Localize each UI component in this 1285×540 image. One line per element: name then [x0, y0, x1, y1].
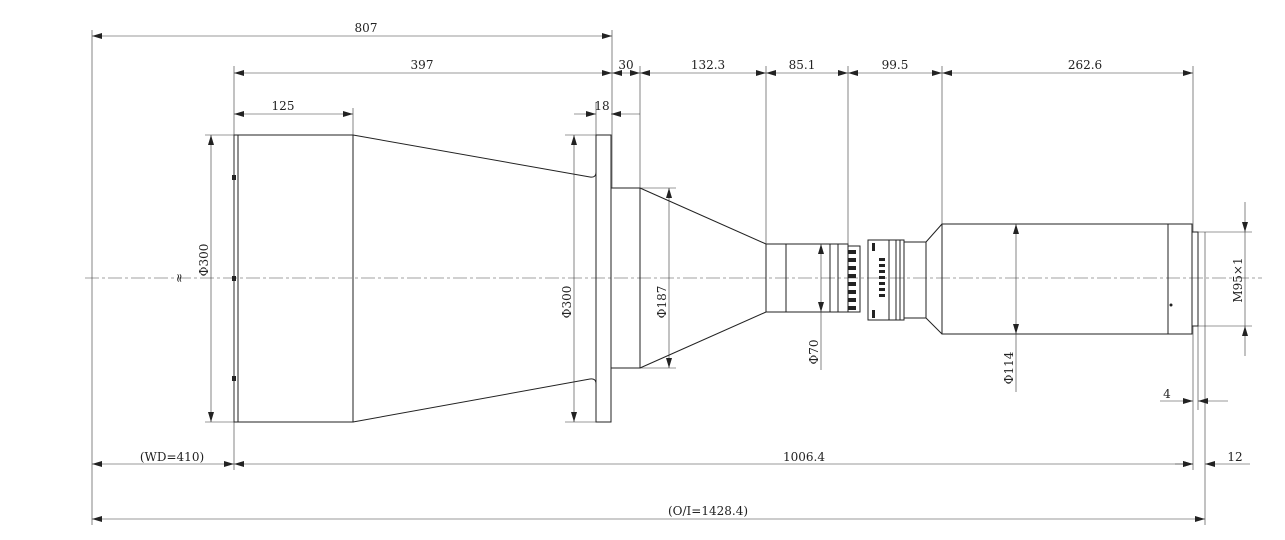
dim-85: 85.1 — [789, 58, 816, 72]
dia-cone: Φ187 — [655, 286, 669, 319]
dim-1006: 1006.4 — [783, 450, 825, 464]
lens-mount — [1191, 231, 1199, 327]
lens-body — [232, 134, 1199, 423]
extension-lines — [91, 30, 1252, 525]
dim-12: 12 — [1227, 450, 1242, 464]
dim-807: 807 — [355, 21, 378, 35]
flange-neck — [610, 187, 641, 369]
large-cone — [352, 134, 597, 423]
dim-oi: (O/I=1428.4) — [668, 504, 748, 518]
aperture-ring — [867, 239, 897, 321]
dim-99: 99.5 — [882, 58, 909, 72]
dia-focus: Φ70 — [807, 339, 821, 364]
front-barrel — [237, 134, 354, 423]
dim-397: 397 — [411, 58, 434, 72]
mount-thread: M95×1 — [1231, 257, 1245, 302]
dim-132: 132.3 — [691, 58, 725, 72]
focus-ring — [847, 245, 861, 313]
dim-4: 4 — [1163, 387, 1171, 401]
dia-front: Φ300 — [197, 244, 211, 277]
dia-rear: Φ114 — [1002, 351, 1016, 384]
rear-barrel — [941, 223, 1193, 335]
dia-flange: Φ300 — [560, 286, 574, 319]
dim-18: 18 — [594, 99, 609, 113]
dim-30: 30 — [618, 58, 633, 72]
horizontal-dimensions: 807 397 30 132.3 85.1 99.5 262.6 125 18 … — [92, 21, 1250, 522]
flange — [595, 134, 612, 423]
diameter-dimensions: Φ300 ≈ Φ300 Φ187 Φ70 Φ114 M95×1 — [172, 135, 1248, 422]
dim-wd: (WD=410) — [140, 450, 204, 464]
break-symbol: ≈ — [172, 273, 186, 283]
dim-262: 262.6 — [1068, 58, 1102, 72]
dim-125: 125 — [272, 99, 295, 113]
small-cone — [639, 187, 767, 369]
